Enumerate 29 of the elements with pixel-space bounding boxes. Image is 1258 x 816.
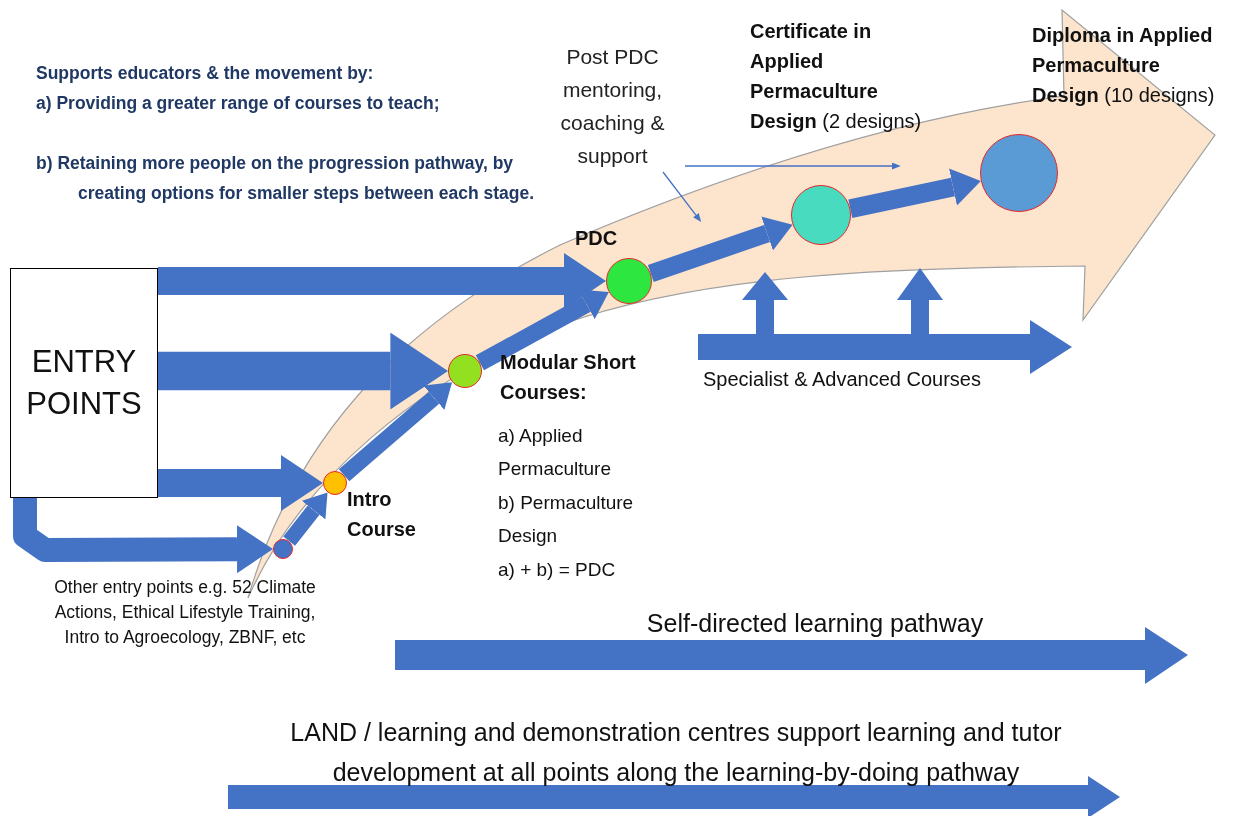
block-arrow (13, 498, 273, 574)
circle-marker (273, 539, 293, 559)
block-arrow (647, 216, 793, 282)
block-arrow (338, 382, 453, 482)
block-arrow (158, 455, 323, 511)
block-arrow (158, 253, 606, 309)
block-arrow (283, 492, 328, 546)
box-label: ENTRY POINTS (25, 343, 143, 423)
stage-label: Certificate in Applied Permaculture Design (2 designs) (750, 19, 923, 134)
pathway-label: Self-directed learning pathway (645, 608, 985, 639)
stage-label: PDC (575, 226, 619, 251)
note-text: Other entry points e.g. 52 Climate Actions, Ethical Lifestyle Training, Intro to Agroecology, ZBNF, etc (53, 576, 317, 649)
block-arrow (475, 289, 609, 371)
list-item: b) Retaining more people on the progression pathway, by creating options for smaller steps between each stage. (36, 152, 536, 205)
leader-arrow (684, 162, 901, 170)
stage-label: Diploma in Applied Permaculture Design (10 designs) (1032, 23, 1216, 108)
block-arrow (158, 332, 448, 410)
list-item: a) + b) = PDC (498, 558, 617, 582)
leader-arrow (662, 171, 702, 223)
entry-box (10, 268, 158, 498)
stage-label: Modular Short Courses: (500, 350, 637, 405)
stage-label: Intro Course (347, 487, 417, 542)
list-item: a) Providing a greater range of courses to teach; (36, 92, 441, 115)
supports-heading: Supports educators & the movement by: (36, 62, 375, 85)
pathway-label: LAND / learning and demonstration centres support learning and tutor development at all points along the learning-by-doing pathway (289, 717, 1063, 788)
annotation-text: Post PDC mentoring, coaching & support (540, 40, 685, 172)
course-label: Specialist & Advanced Courses (703, 368, 982, 391)
block-arrow (848, 168, 981, 219)
circle-marker (323, 471, 347, 495)
